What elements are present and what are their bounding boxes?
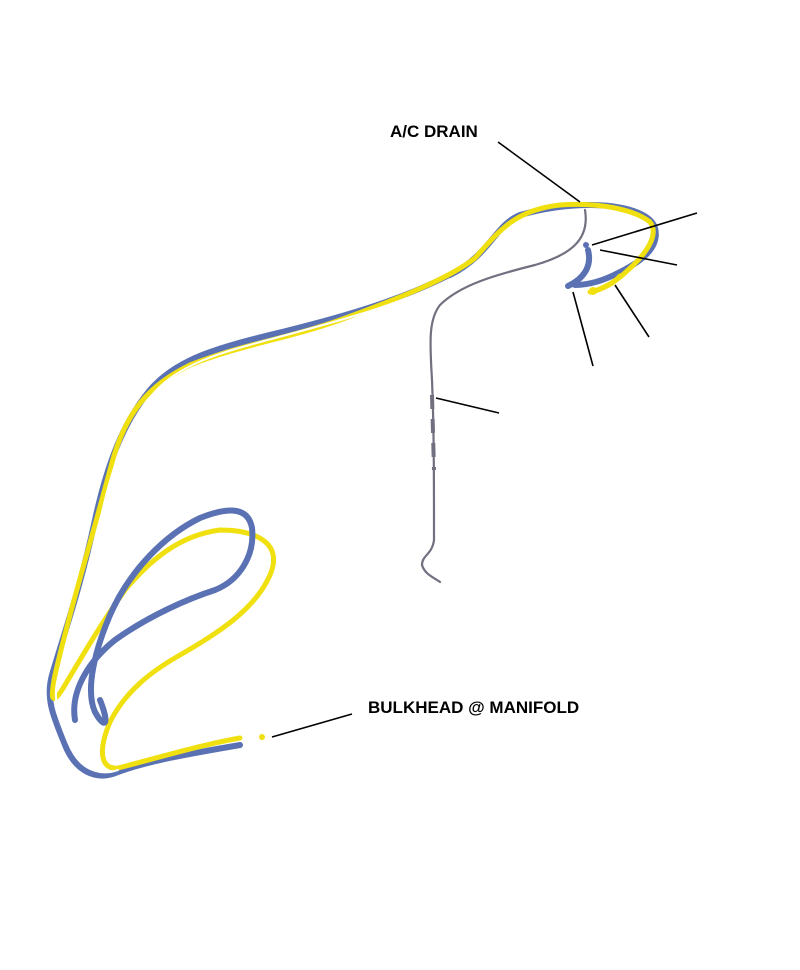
blue-fitting-connector: [583, 242, 589, 248]
leader-top-right-1: [591, 212, 698, 246]
hose-highlight: [54, 278, 451, 774]
leader-ac-drain: [497, 141, 581, 203]
yellow-fitting-connector: [589, 287, 597, 295]
yellow-hose-main: [49, 201, 656, 771]
blue-fitting-end: [565, 247, 592, 289]
gray-drain-dashed-section: [430, 394, 436, 471]
gray-ac-drain-hose: [420, 208, 587, 584]
leader-right-3: [614, 284, 650, 338]
label-ac-drain: A/C DRAIN: [390, 122, 478, 141]
leader-bulkhead: [271, 713, 353, 738]
blue-hose-inner-loop: [71, 507, 256, 726]
bulkhead-connector: [259, 734, 265, 740]
leader-drain-mid: [435, 397, 500, 414]
leader-top-right-2: [599, 249, 678, 266]
label-bulkhead-manifold: BULKHEAD @ MANIFOLD: [368, 698, 579, 717]
blue-hose-main: [46, 202, 659, 779]
leader-right-4: [572, 291, 594, 367]
